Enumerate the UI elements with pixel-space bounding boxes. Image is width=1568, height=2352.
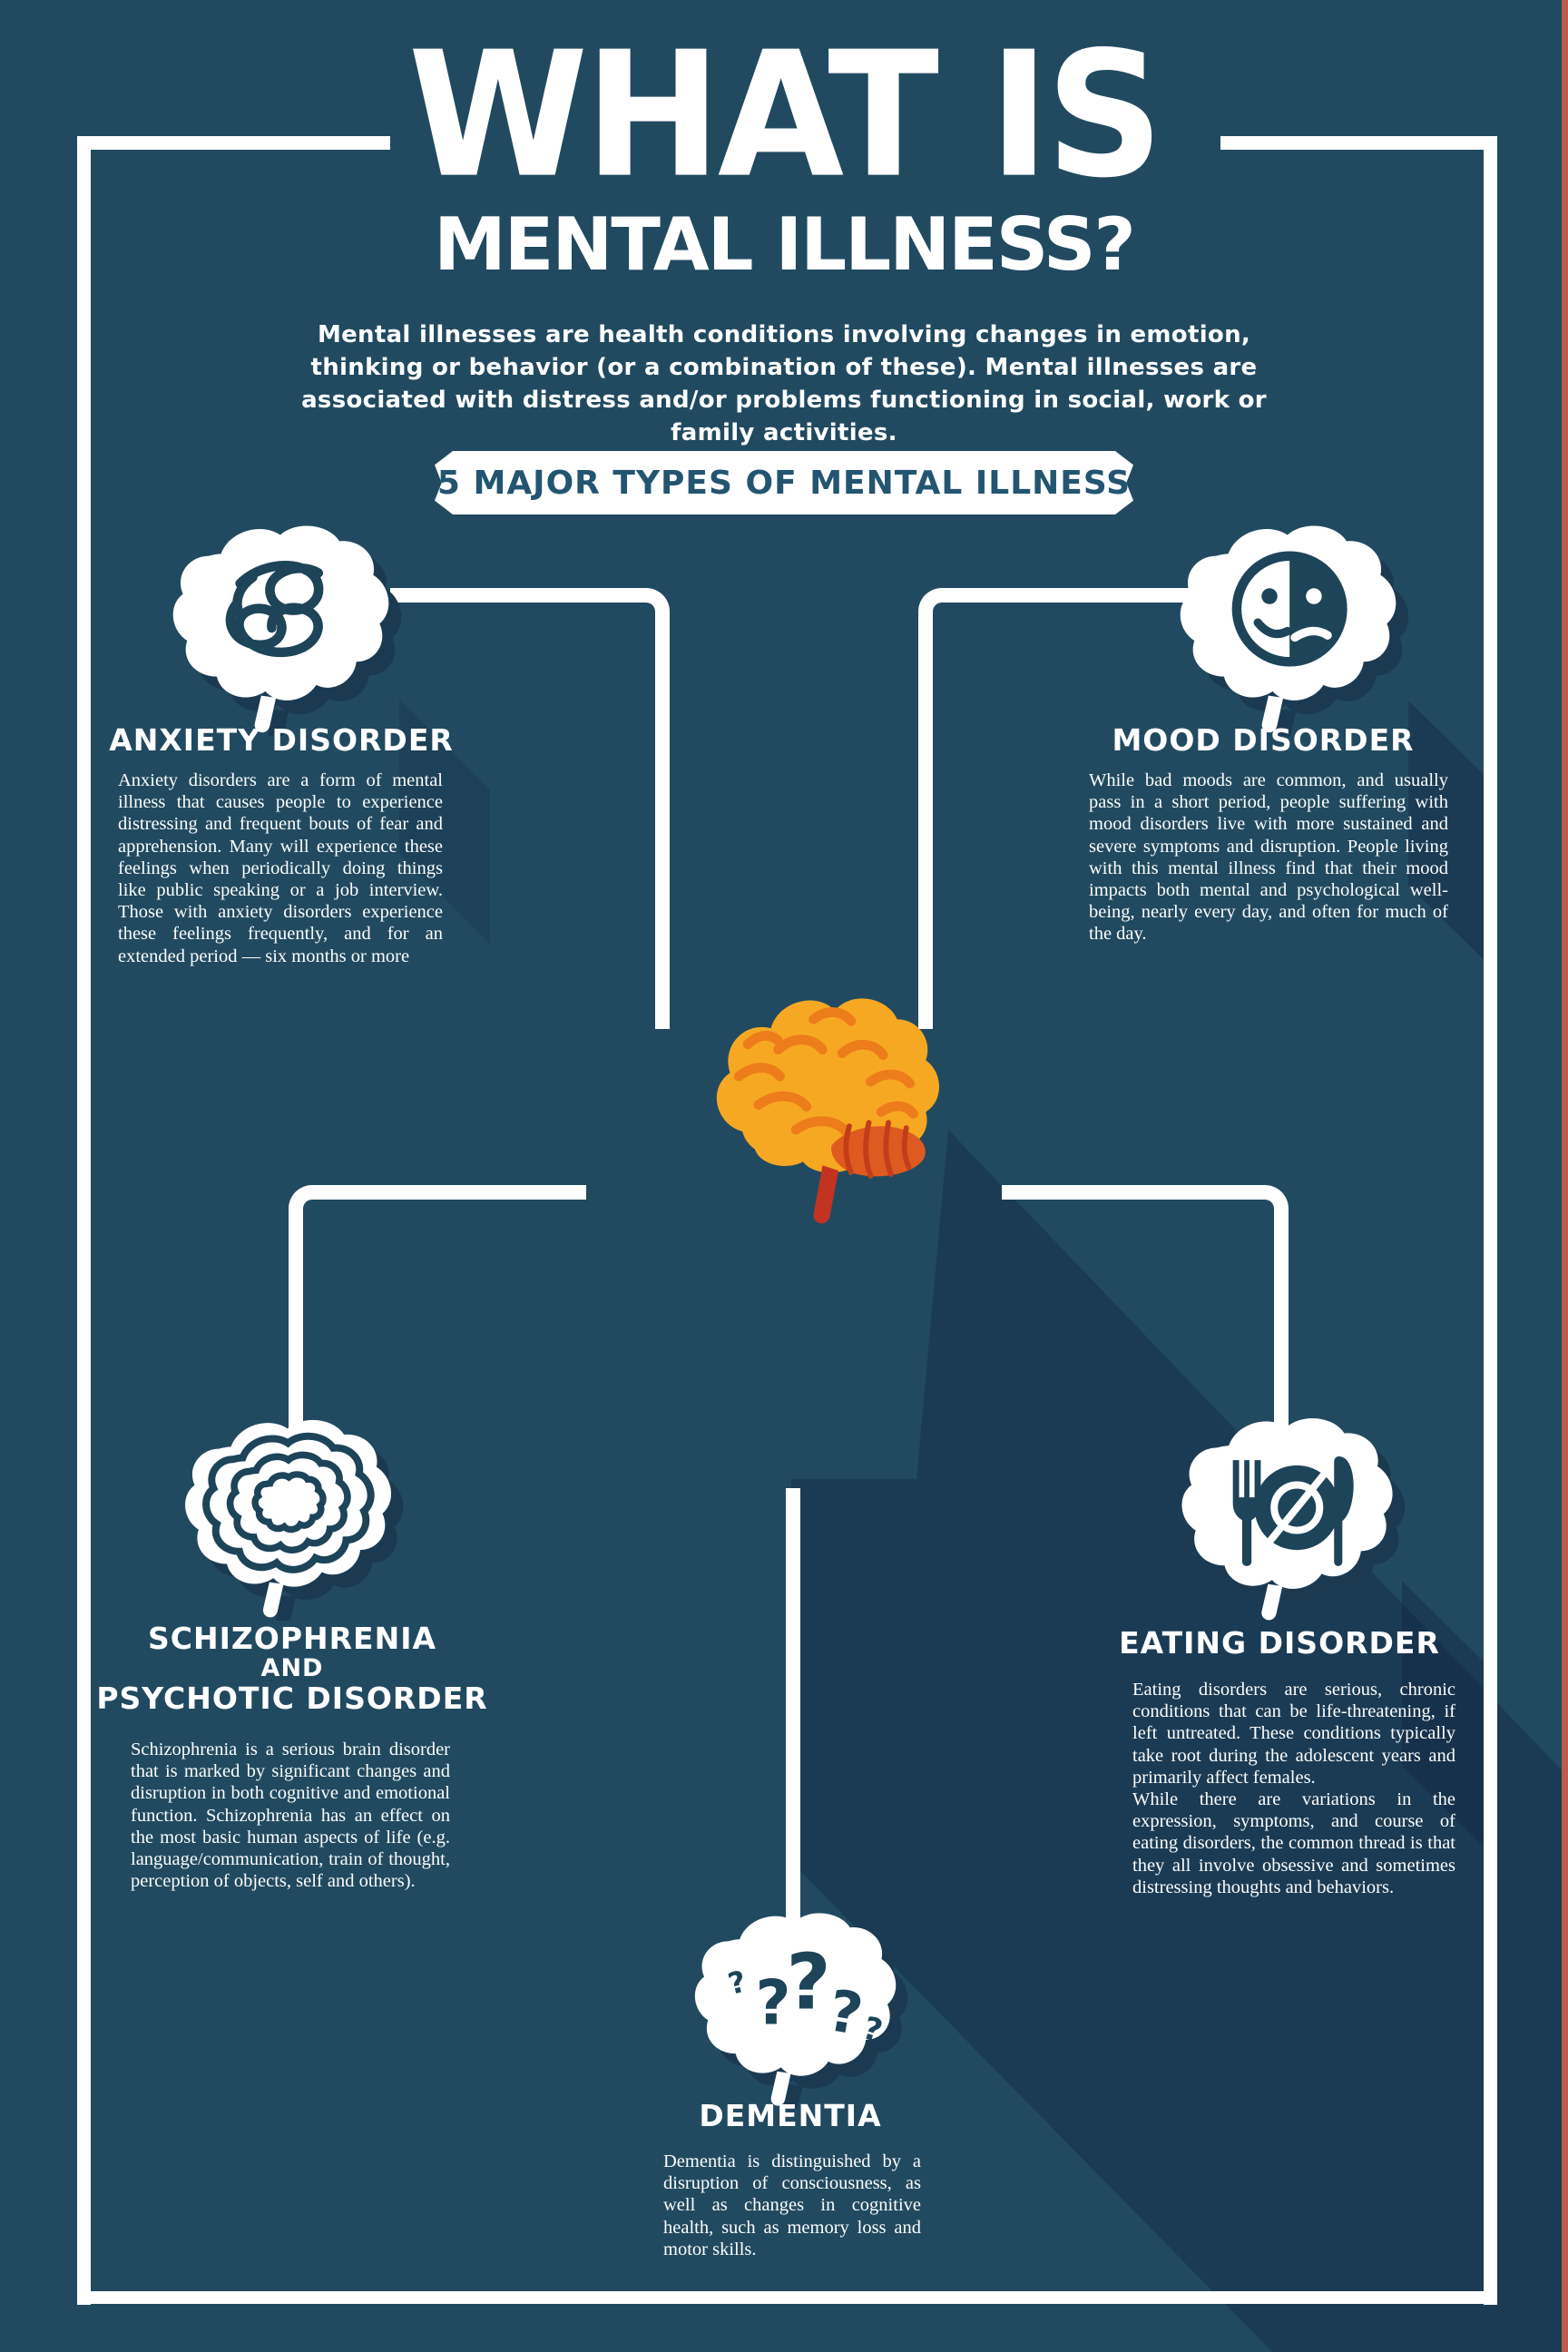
poster-title-line1: WHAT IS [407,15,1164,217]
svg-text:?: ? [787,1936,831,2026]
frame-right-line [1484,136,1497,2305]
knife-icon [1334,1456,1354,1566]
frame-top-left-line [77,136,390,150]
poster-title-line2: MENTAL ILLNESS? [434,202,1136,287]
schizophrenia-title-line3: PSYCHOTIC DISORDER [96,1680,488,1716]
connector-schizophrenia [289,1185,586,1455]
human-head-profile-with-brain-illustration [522,897,985,1502]
schizophrenia-title-line1: SCHIZOPHRENIA [147,1621,437,1656]
schizophrenia-section-title: SCHIZOPHRENIA AND PSYCHOTIC DISORDER [83,1622,501,1715]
banner-label: 5 MAJOR TYPES OF MENTAL ILLNESS [436,464,1132,502]
frame-bottom-line [77,2291,1497,2304]
dementia-section-title: DEMENTIA [699,2098,882,2133]
anxiety-section-title: ANXIETY DISORDER [109,722,454,758]
frame-left-line [77,136,91,2305]
eating-section-title: EATING DISORDER [1119,1625,1440,1661]
concentric-layers-brain-icon [172,1408,405,1621]
connector-mood [918,588,1201,1029]
schizophrenia-title-line2: AND [260,1654,324,1683]
eating-body-paragraph-1: Eating disorders are serious, chronic co… [1132,1680,1455,1788]
eating-section-body: Eating disorders are serious, chronic co… [1132,1679,1455,1898]
anxiety-section-body: Anxiety disorders are a form of mental i… [118,770,443,966]
half-happy-sad-face-brain-icon [1167,514,1410,736]
right-edge-accent-strip [1562,0,1568,2352]
connector-eating [1002,1185,1289,1455]
question-marks-brain-icon: ? ? ? ? ? [682,1902,909,2109]
svg-text:?: ? [756,1968,791,2039]
eating-body-paragraph-2: While there are variations in the expres… [1132,1788,1455,1897]
intro-paragraph: Mental illnesses are health conditions i… [301,321,1267,446]
connector-dementia [786,1488,800,1924]
brain-illustration [716,998,939,1224]
fork-icon [1232,1460,1261,1566]
schizophrenia-section-body: Schizophrenia is a serious brain disorde… [131,1740,450,1892]
mood-section-body: While bad moods are common, and usually … [1089,770,1448,945]
frame-top-right-line [1220,136,1497,150]
section-banner: 5 MAJOR TYPES OF MENTAL ILLNESS [435,451,1133,514]
tangled-scribble-brain-icon [160,514,403,736]
no-food-plate-fork-knife-brain-icon [1169,1406,1406,1623]
connector-anxiety [390,588,670,1029]
mood-section-title: MOOD DISORDER [1112,722,1415,758]
dementia-section-body: Dementia is distinguished by a disruptio… [663,2151,921,2259]
